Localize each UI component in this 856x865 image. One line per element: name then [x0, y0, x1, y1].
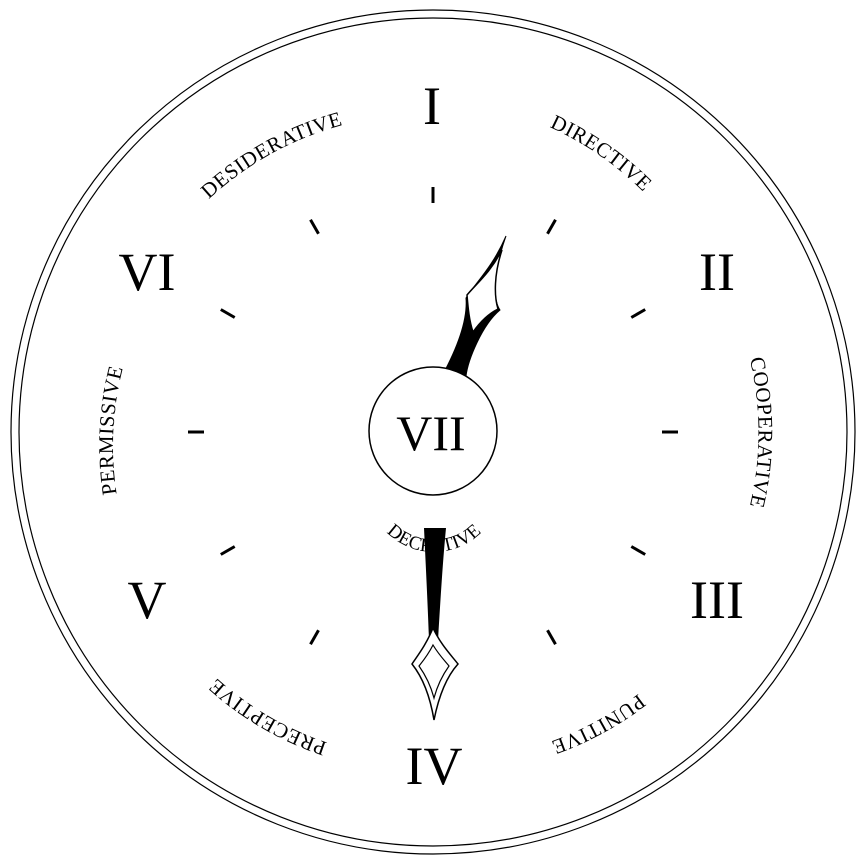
numeral-vi: VI: [119, 242, 176, 302]
center-label-text: DECRETIVE: [383, 520, 485, 557]
label-desiderative-text: DESIDERATIVE: [196, 107, 345, 203]
numeral-iii: III: [690, 570, 744, 630]
label-punitive-text: PUNITIVE: [549, 690, 650, 760]
tick-mark: [311, 220, 319, 234]
numeral-i: I: [423, 76, 441, 136]
tick-mark: [221, 547, 235, 555]
label-permissive-text: PERMISSIVE: [94, 363, 128, 497]
tick-mark: [631, 547, 645, 555]
numeral-ii: II: [699, 242, 735, 302]
label-preceptive-text: PRECEPTIVE: [204, 674, 330, 761]
tick-mark: [631, 310, 645, 318]
tick-mark: [311, 630, 319, 644]
tick-mark: [548, 630, 556, 644]
label-directive: DIRECTIVE: [547, 110, 657, 196]
center-numeral: VII: [396, 405, 465, 461]
label-preceptive: PRECEPTIVE: [204, 674, 330, 761]
label-cooperative-text: COOPERATIVE: [745, 355, 778, 511]
label-desiderative: DESIDERATIVE: [196, 107, 345, 203]
tick-mark: [548, 220, 556, 234]
numeral-iv: IV: [406, 736, 463, 796]
label-directive-text: DIRECTIVE: [547, 110, 657, 196]
tick-mark: [221, 310, 235, 318]
center-label: DECRETIVE: [383, 520, 485, 557]
label-punitive: PUNITIVE: [549, 690, 650, 760]
label-cooperative: COOPERATIVE: [745, 355, 778, 511]
label-permissive: PERMISSIVE: [94, 363, 128, 497]
numeral-v: V: [128, 570, 167, 630]
